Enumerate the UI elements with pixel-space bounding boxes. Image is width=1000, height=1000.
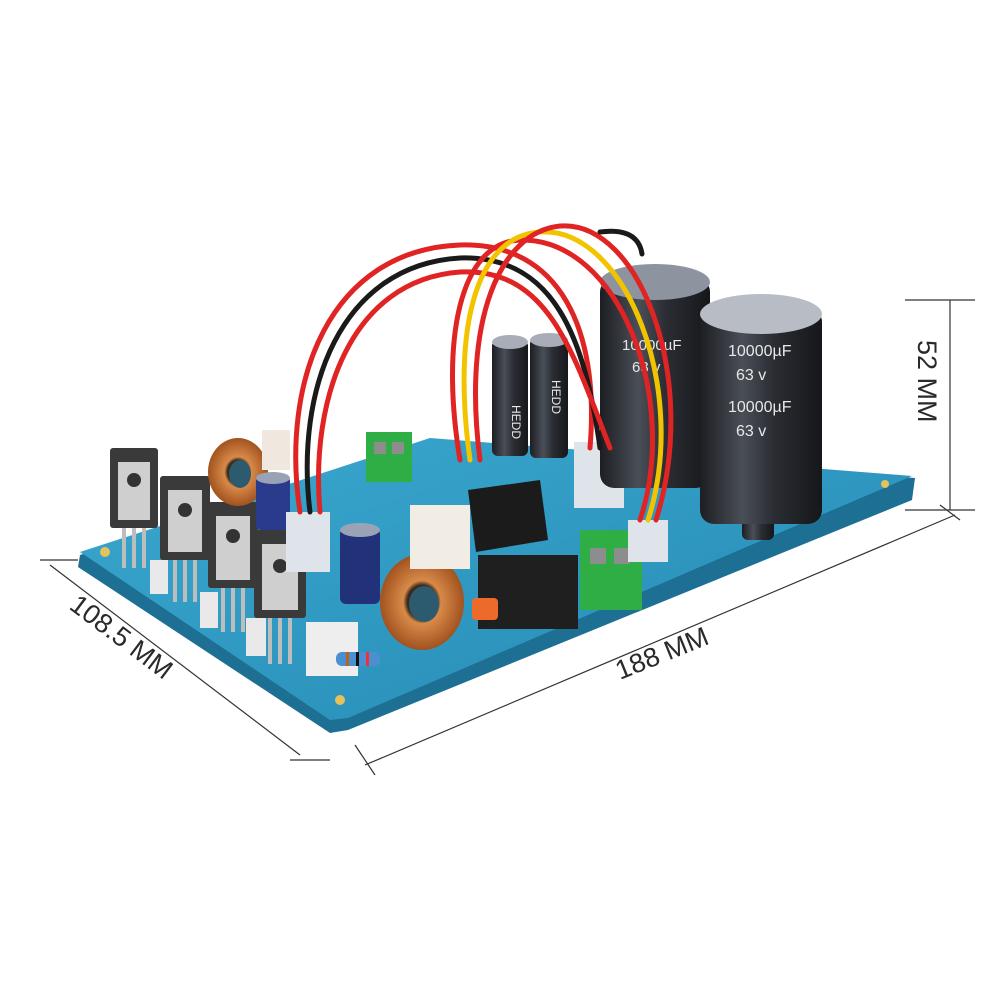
large-capacitor-front: 10000µF 63 v 10000µF 63 v	[700, 294, 822, 524]
ceramic-block	[262, 430, 470, 569]
screw-terminal	[366, 432, 412, 482]
capacitor-voltage-label: 63 v	[736, 367, 766, 384]
capacitor-brand-label: HEDD	[509, 405, 523, 439]
transistor-row	[110, 448, 358, 676]
dimension-length	[354, 504, 961, 776]
small-capacitor	[340, 523, 380, 604]
medium-capacitor: HEDD	[530, 333, 568, 458]
resistor	[336, 652, 380, 666]
height-dimension-label: 52 MM	[912, 340, 942, 423]
toroid-inductor	[208, 438, 268, 506]
length-dimension-label: 188 MM	[611, 621, 713, 685]
capacitor-value-label: 10000µF	[728, 399, 792, 416]
medium-capacitor: HEDD	[492, 335, 528, 456]
small-capacitor	[256, 472, 290, 530]
orange-capacitor	[472, 598, 498, 620]
capacitor-voltage-label: 63 v	[736, 423, 766, 440]
dimension-width	[40, 559, 330, 761]
wire-harness	[293, 223, 674, 523]
transistor	[208, 502, 266, 656]
dimension-height	[905, 299, 975, 511]
ic-chip	[468, 480, 548, 552]
toroid-inductor	[380, 554, 464, 650]
capacitor-value-label: 10000µF	[728, 343, 792, 360]
transistor	[110, 448, 168, 594]
transistor	[160, 476, 218, 628]
capacitor-brand-label: HEDD	[549, 380, 563, 414]
